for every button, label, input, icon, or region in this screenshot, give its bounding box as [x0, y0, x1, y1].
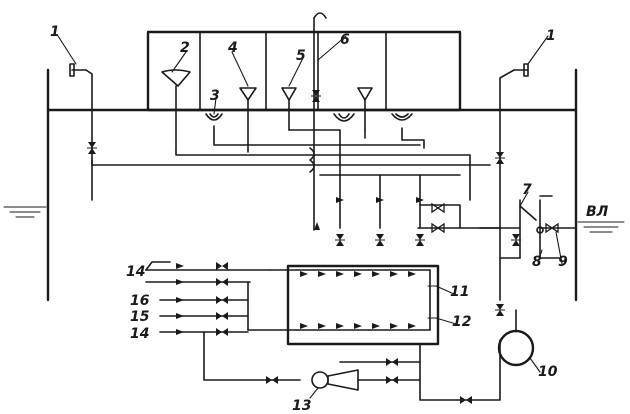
air-pipe-left: [69, 63, 491, 201]
waterline-right: [577, 221, 625, 233]
label-11: 11: [450, 284, 469, 300]
label-1-left: 1: [50, 24, 60, 40]
labels: 1 1 2 3 4 5 6 7 8 9 10 11 12 13 14 16 15…: [50, 24, 609, 414]
label-14-top: 14: [126, 264, 145, 280]
label-vl: ВЛ: [586, 204, 609, 220]
label-3: 3: [210, 88, 220, 104]
pipe-network: [175, 125, 521, 259]
header-valves: [314, 197, 445, 247]
label-13: 13: [292, 398, 311, 414]
label-4: 4: [227, 40, 238, 56]
label-6: 6: [340, 32, 350, 48]
label-14-bottom: 14: [130, 326, 149, 342]
funnel-right: [357, 87, 373, 131]
funnel-2: [161, 69, 191, 151]
tank-11: [247, 264, 440, 346]
ejector-13: [203, 331, 501, 404]
leader-lines: [57, 35, 563, 399]
label-2: 2: [180, 40, 190, 56]
waterline-left: [3, 206, 47, 218]
coil-right: [391, 113, 413, 121]
label-7: 7: [522, 182, 532, 198]
outboard-valves: [510, 195, 577, 259]
tank-nozzles-top: [300, 271, 416, 277]
left-inputs: [145, 261, 271, 336]
coil-3: [205, 113, 223, 121]
sounding-pipe-6: [309, 12, 327, 231]
label-10: 10: [538, 364, 558, 380]
pump-10: [497, 309, 535, 367]
label-15: 15: [130, 309, 150, 325]
label-8: 8: [532, 254, 542, 270]
label-9: 9: [558, 254, 568, 270]
coil-mid: [333, 113, 355, 122]
air-pipe-right: [494, 63, 529, 317]
label-12: 12: [452, 314, 471, 330]
label-1-right: 1: [546, 28, 556, 44]
deckhouse: [146, 30, 462, 112]
funnel-4: [239, 87, 257, 151]
funnel-5: [281, 87, 297, 131]
label-16: 16: [130, 293, 150, 309]
label-5: 5: [296, 48, 306, 64]
tank-nozzles-bottom: [300, 323, 416, 329]
